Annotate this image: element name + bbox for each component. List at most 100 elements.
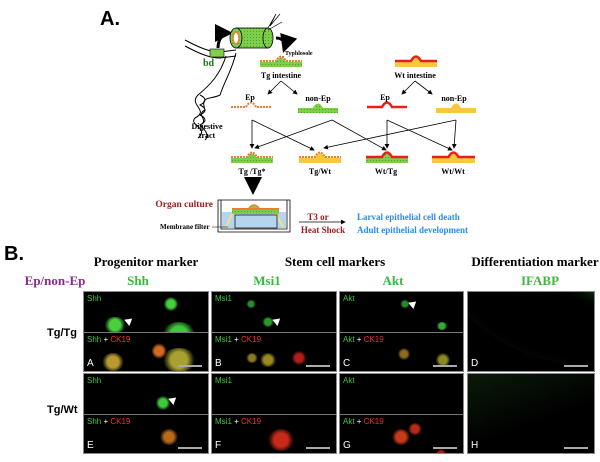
wt-intestine-strip <box>395 55 437 67</box>
outcome-larval-death: Larval epithelial cell death <box>357 212 460 222</box>
marker-shh: Shh <box>127 273 149 288</box>
stained-cell <box>102 352 124 371</box>
culture-dish-drawing <box>217 199 291 233</box>
single-stain-image: Msi1 <box>212 292 336 332</box>
recombinant-tg-wt-label: Tg/Wt <box>309 167 332 176</box>
separation-arrows <box>249 80 457 151</box>
stain-label: Msi1 <box>215 294 232 303</box>
panel-letter: G <box>343 440 351 451</box>
scale-bar <box>178 365 202 367</box>
recombinant-labels: Tg /Tg* Tg/Wt Wt/Tg Wt/Wt <box>239 167 466 176</box>
recombinant-wt-tg-strip <box>366 151 408 163</box>
stained-cell <box>246 352 258 363</box>
scale-bar <box>433 365 457 367</box>
panel-letter: D <box>471 358 479 369</box>
marker-akt: Akt <box>382 273 404 288</box>
marker-ifabp: IFABP <box>520 273 560 288</box>
merged-stain-image: Akt + CK19 <box>340 413 463 453</box>
wt-non-ep-label: non-Ep <box>441 94 467 103</box>
scale-bar <box>178 447 202 449</box>
tg-intestine-strip <box>260 55 302 67</box>
stained-cell <box>162 347 196 371</box>
stained-cell <box>246 300 256 308</box>
wt-ep-label: Ep <box>380 93 390 102</box>
stain-label: Shh <box>87 376 102 385</box>
row-label-tg-tg: Tg/Tg <box>47 327 77 339</box>
stain-label: Msi1 <box>215 376 232 385</box>
panel-letter: C <box>343 358 351 369</box>
panel-letter: H <box>471 440 479 451</box>
stain-label: Akt + CK19 <box>343 334 384 344</box>
tg-non-ep-label: non-Ep <box>305 94 331 103</box>
arrowhead-icon <box>406 299 417 309</box>
stain-label: Akt <box>343 294 355 303</box>
single-stain-image: Akt <box>340 374 463 414</box>
panel-letter: F <box>215 440 222 451</box>
stain-label: Akt + CK19 <box>343 416 384 426</box>
ep-non-ep-header: Ep/non-Ep <box>24 273 86 288</box>
stained-cell <box>260 352 276 367</box>
stained-cell <box>268 428 294 451</box>
wt-intestine-label: Wt intestine <box>394 71 436 80</box>
scale-bar <box>306 447 330 449</box>
recombinant-tg-tg-label: Tg /Tg* <box>239 167 266 176</box>
panel-letter: A <box>87 358 94 369</box>
heading-stem-cell-markers: Stem cell markers <box>284 254 386 269</box>
row-label-tg-wt: Tg/Wt <box>47 404 78 416</box>
digestive-tract-label-1: Digestive <box>191 122 223 131</box>
typhlosole-label: Typhlosole <box>285 51 313 57</box>
recombinant-wt-wt-strip <box>432 151 475 163</box>
stained-cell <box>436 322 448 330</box>
scale-bar <box>564 447 588 449</box>
panel-letter: B <box>215 358 222 369</box>
stained-cell <box>292 350 306 365</box>
membrane-filter-label: Membrane filter <box>160 223 210 231</box>
tg-ep-strip <box>231 101 271 108</box>
single-stain-image: Msi1 <box>212 374 336 414</box>
stained-cell <box>436 448 446 453</box>
stained-cell <box>152 342 166 359</box>
ifabp-epithelium-stain <box>468 292 594 371</box>
digestive-tract-label-2: tract <box>199 131 216 140</box>
panel-letter: E <box>87 440 94 451</box>
stained-cell <box>104 317 126 332</box>
stained-cell <box>164 297 178 311</box>
recombinant-tg-wt-strip <box>299 151 341 163</box>
scale-bar <box>564 365 588 367</box>
experimental-scheme-diagram: bd Digestive tract Typhlosole Tg intesti… <box>155 13 476 235</box>
merged-stain-image: Shh + CK19 <box>84 331 208 371</box>
outcome-adult-development: Adult epithelial development <box>357 225 468 235</box>
stained-cell <box>160 428 178 445</box>
marker-msi1: Msi1 <box>253 273 281 288</box>
stain-label: Shh + CK19 <box>87 416 131 426</box>
single-stain-image: Akt <box>340 292 463 332</box>
recombinant-wt-wt-label: Wt/Wt <box>441 167 465 176</box>
merged-stain-image: Msi1 + CK19 <box>212 413 336 454</box>
intestine-cylinder-drawing <box>229 13 298 53</box>
panel-b-label: B. <box>4 243 24 265</box>
panel-a-label: A. <box>100 8 120 30</box>
treatment-label-1: T3 or <box>307 212 328 222</box>
micrograph-panel-d: D <box>467 291 595 372</box>
single-stain-image: Shh <box>84 292 208 332</box>
micrograph-panel-h: H <box>467 373 595 454</box>
single-stain-image: Shh <box>84 374 208 414</box>
treatment-label-2: Heat Shock <box>301 225 345 235</box>
recombinant-wt-tg-label: Wt/Tg <box>375 167 397 176</box>
scale-bar <box>306 365 330 367</box>
merged-stain-image: Msi1 + CK19 <box>212 331 336 372</box>
stain-label: Msi1 + CK19 <box>215 334 262 344</box>
stained-cell <box>156 396 170 410</box>
stained-cell <box>392 428 410 445</box>
heading-differentiation-marker: Differentiation marker <box>471 254 599 269</box>
stain-label: Shh + CK19 <box>87 334 131 344</box>
stain-label: Msi1 + CK19 <box>215 416 262 426</box>
stained-cell <box>262 317 274 327</box>
